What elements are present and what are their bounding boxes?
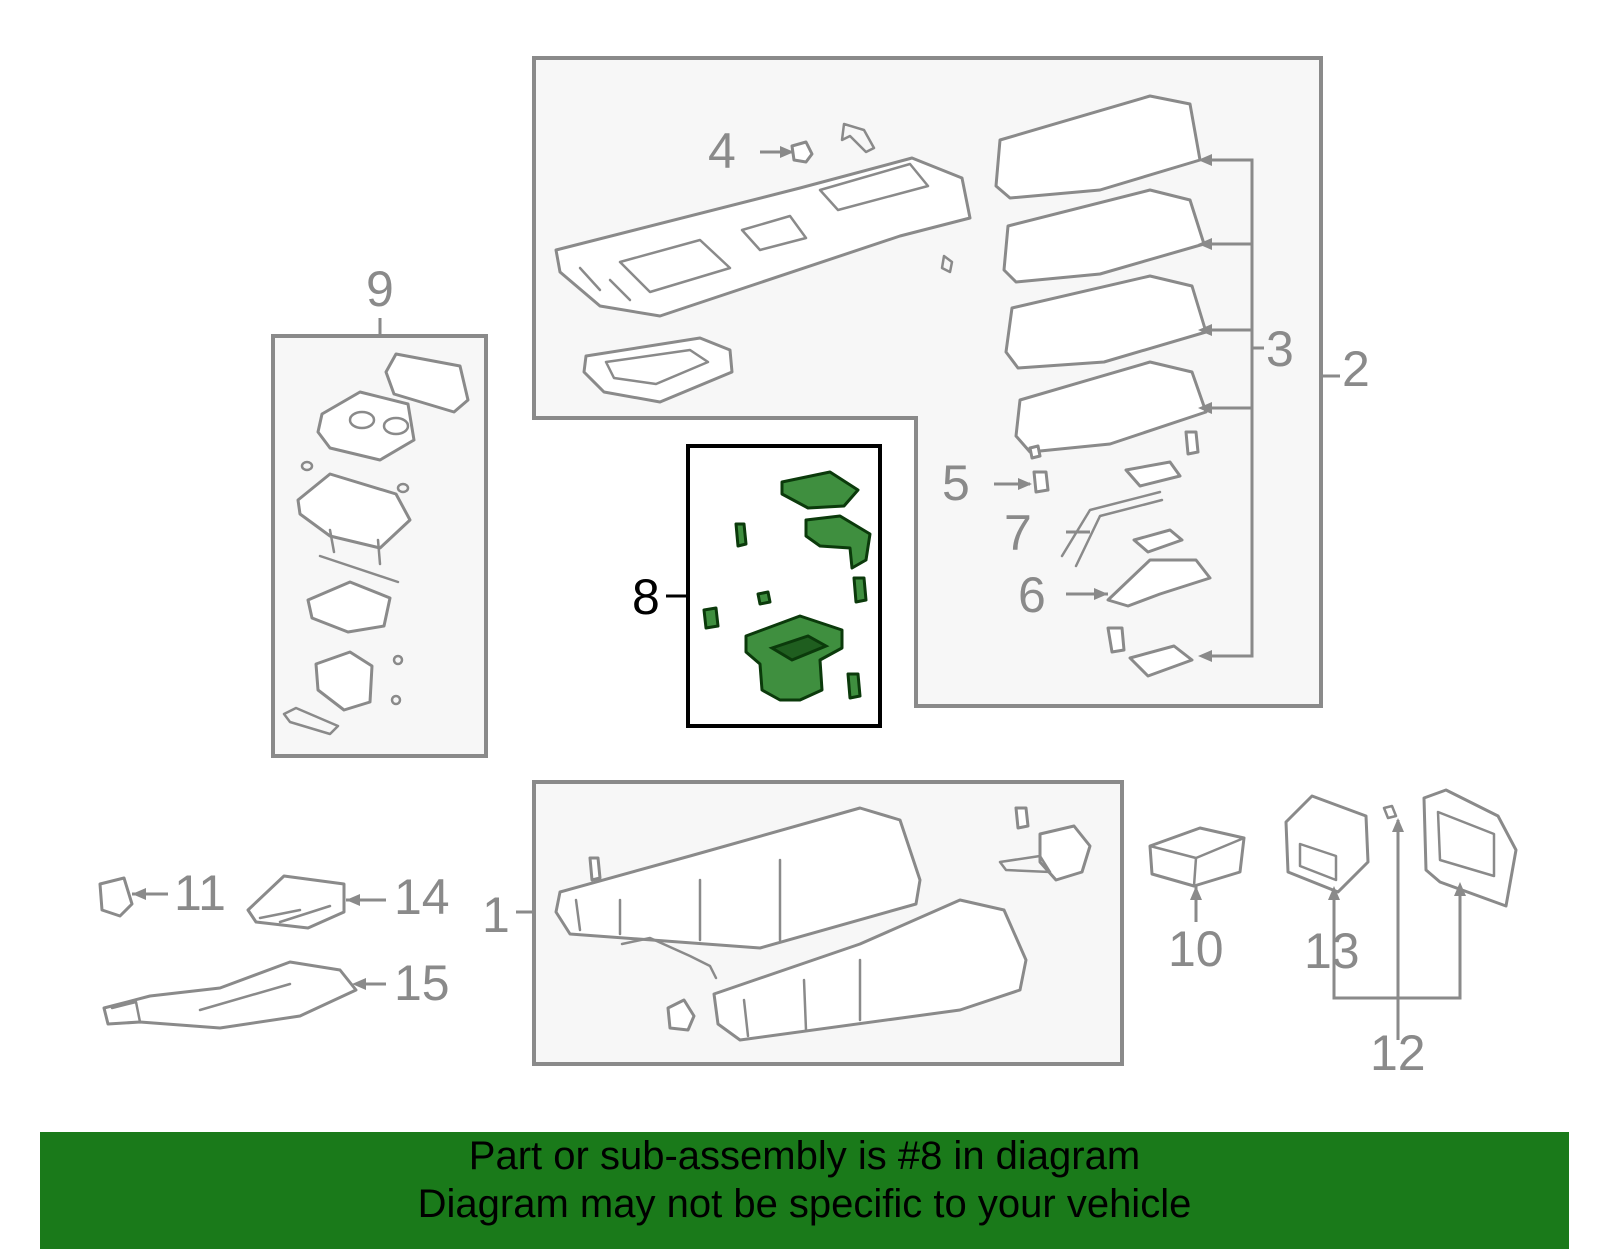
info-banner: Part or sub-assembly is #8 in diagram Di…: [40, 1132, 1569, 1249]
armrest-lids-part-3: [994, 94, 1208, 454]
callout-14: 14: [394, 869, 450, 925]
callout-2: 2: [1342, 341, 1370, 397]
assembly-box-9: [271, 318, 488, 758]
callout-7: 7: [1004, 505, 1032, 561]
callout-10: 10: [1168, 921, 1224, 977]
cup-holder-lid-part: [780, 470, 860, 510]
rod-part-7: [1060, 490, 1164, 568]
clip-part-11: [98, 876, 134, 918]
duct-part-15: [102, 960, 358, 1030]
assembly-box-1: [516, 780, 1124, 1066]
trim-part-12: [1422, 788, 1518, 908]
duct-part-14: [246, 874, 346, 930]
screw-part-5: [1032, 470, 1050, 494]
callout-13: 13: [1304, 923, 1360, 979]
callout-6: 6: [1018, 567, 1046, 623]
callout-15: 15: [394, 955, 450, 1011]
callout-12: 12: [1370, 1025, 1426, 1081]
callout-9: 9: [366, 261, 394, 317]
console-panel-part: [554, 156, 972, 318]
assembly-box-2: [532, 56, 1323, 708]
callout-5: 5: [942, 455, 970, 511]
callout-1: 1: [482, 887, 510, 943]
console-box-part: [554, 806, 922, 950]
callout-8: 8: [632, 569, 660, 625]
banner-line-disclaimer: Diagram may not be specific to your vehi…: [417, 1182, 1192, 1226]
banner-line-part-number: Part or sub-assembly is #8 in diagram: [468, 1134, 1141, 1178]
bracket-part-6: [1106, 558, 1212, 608]
callout-11: 11: [174, 865, 226, 921]
assembly-box-8: [666, 444, 882, 728]
clip-part-4: [790, 140, 814, 164]
callout-3: 3: [1266, 321, 1294, 377]
callout-4: 4: [708, 123, 736, 179]
